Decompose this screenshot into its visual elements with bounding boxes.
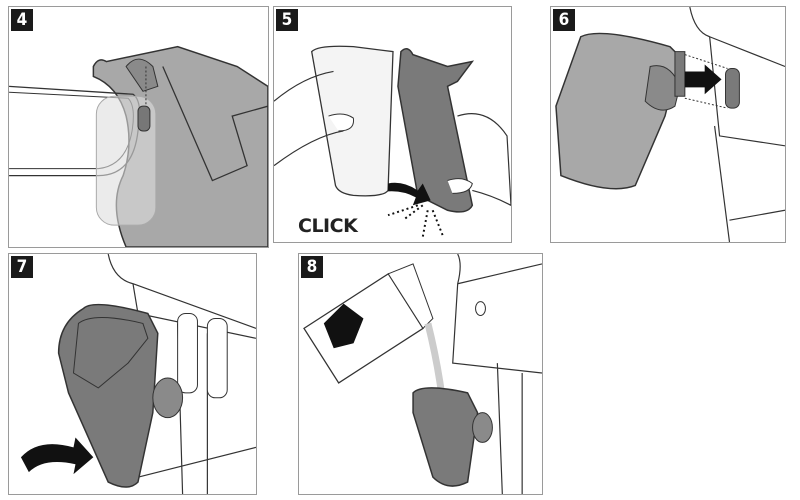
step-5-illustration — [274, 45, 511, 238]
step-number-badge: 5 — [276, 9, 298, 31]
step-8-panel: 8 — [298, 253, 543, 495]
click-label: CLICK — [298, 215, 358, 237]
curved-arrow-icon — [20, 437, 94, 475]
step-5-panel: 5 CLICK — [273, 6, 512, 243]
step-number-badge: 4 — [11, 9, 33, 31]
step-8-illustration — [303, 254, 542, 494]
arrow-icon — [388, 182, 431, 206]
step-6-panel: 6 — [550, 6, 786, 243]
step-6-illustration — [555, 7, 785, 242]
step-4-illustration — [9, 45, 268, 247]
step-number-badge: 8 — [301, 256, 323, 278]
step-4-panel: 4 — [8, 6, 269, 248]
arrow-icon — [684, 64, 722, 95]
step-7-illustration — [20, 254, 256, 494]
step-number-badge: 7 — [11, 256, 33, 278]
step-number-badge: 6 — [553, 9, 575, 31]
step-7-panel: 7 — [8, 253, 257, 495]
